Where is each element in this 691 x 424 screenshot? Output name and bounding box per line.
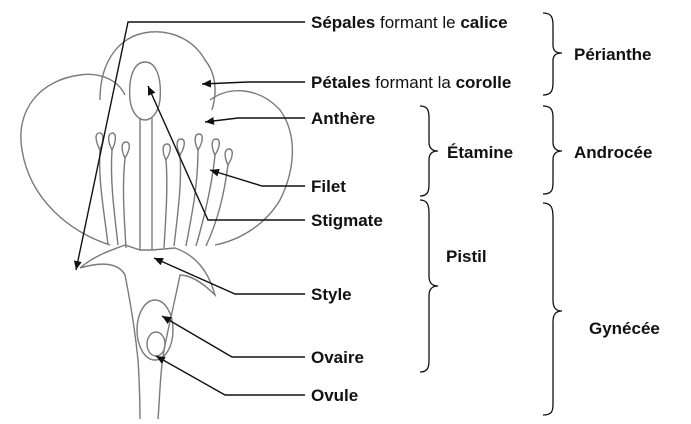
group-perianthe: Périanthe bbox=[574, 45, 651, 64]
leader-petales bbox=[202, 82, 305, 84]
leader-ovaire bbox=[162, 316, 305, 357]
sepals-outline bbox=[80, 245, 215, 419]
label-ovule: Ovule bbox=[311, 386, 358, 405]
ovule-outline bbox=[147, 332, 165, 356]
group-etamine: Étamine bbox=[447, 143, 513, 162]
brace-etamine bbox=[420, 106, 438, 196]
label-sepales: Sépales formant le calice bbox=[311, 13, 508, 32]
brace-perianthe bbox=[543, 13, 562, 95]
flower-drawing bbox=[21, 32, 293, 419]
label-style: Style bbox=[311, 285, 352, 304]
label-filet: Filet bbox=[311, 177, 346, 196]
label-stigmate: Stigmate bbox=[311, 211, 383, 230]
group-pistil: Pistil bbox=[446, 247, 487, 266]
brace-pistil bbox=[420, 200, 438, 372]
label-ovaire: Ovaire bbox=[311, 348, 364, 367]
leader-ovule bbox=[156, 356, 305, 395]
right-petal-outline bbox=[210, 91, 292, 245]
brace-gynecee bbox=[543, 203, 562, 415]
leader-stigmate bbox=[148, 86, 305, 220]
style-outline bbox=[140, 118, 152, 250]
brace-androcee bbox=[543, 106, 562, 194]
leader-anthere bbox=[205, 118, 305, 122]
label-anthere: Anthère bbox=[311, 109, 375, 128]
stigma-outline bbox=[130, 62, 161, 120]
left-petal-outline bbox=[21, 74, 125, 245]
stamens bbox=[96, 133, 232, 248]
leader-filet bbox=[210, 170, 305, 186]
group-gynecee: Gynécée bbox=[589, 319, 660, 338]
label-petales: Pétales formant la corolle bbox=[311, 73, 511, 92]
group-androcee: Androcée bbox=[574, 143, 652, 162]
leader-lines bbox=[76, 22, 305, 395]
